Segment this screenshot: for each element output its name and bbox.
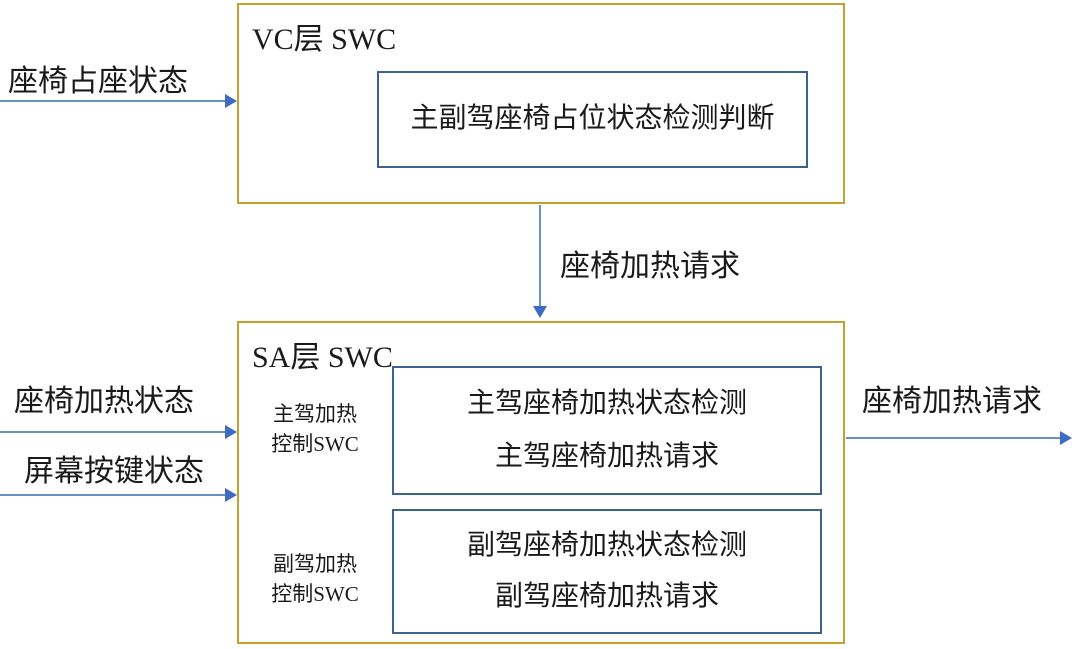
arrow-line (0, 100, 228, 102)
arrow-line (539, 205, 541, 309)
arrow-down-head-icon (533, 306, 547, 318)
seat-occupancy-input-arrow (0, 94, 237, 108)
driver-heating-request-label: 主驾座椅加热请求 (494, 440, 719, 472)
arrow-line (0, 431, 228, 433)
passenger-seat-heating-component-box: 副驾座椅加热状态检测 副驾座椅加热请求 (392, 509, 822, 634)
driver-heating-control-swc-label-line2: 控制SWC (271, 432, 359, 457)
seat-heating-request-output-label: 座椅加热请求 (862, 385, 1042, 418)
driver-seat-heating-component-box: 主驾座椅加热状态检测 主驾座椅加热请求 (392, 366, 822, 495)
vc-to-sa-arrow (533, 205, 547, 318)
arrow-right-head-icon (225, 425, 237, 439)
seat-heating-status-input-arrow (0, 425, 237, 439)
seat-heating-request-output-arrow (846, 431, 1072, 445)
passenger-heating-status-detection-label: 副驾座椅加热状态检测 (466, 529, 747, 561)
arrow-right-head-icon (225, 488, 237, 502)
arrow-line (0, 494, 228, 496)
arrow-right-head-icon (225, 94, 237, 108)
seat-heating-status-input-label: 座椅加热状态 (14, 385, 194, 418)
passenger-heating-control-swc-label-line1: 副驾加热 (273, 552, 357, 576)
arrow-right-head-icon (1060, 431, 1072, 445)
passenger-heating-request-label: 副驾座椅加热请求 (494, 580, 719, 612)
occupancy-detection-component-box: 主副驾座椅占位状态检测判断 (377, 71, 808, 168)
seat-occupancy-input-label: 座椅占座状态 (8, 65, 188, 98)
screen-button-status-input-label: 屏幕按键状态 (24, 455, 204, 488)
vc-to-sa-arrow-label: 座椅加热请求 (560, 250, 740, 283)
vc-layer-swc-box: VC层 SWC 主副驾座椅占位状态检测判断 (237, 3, 845, 204)
passenger-heating-control-swc-label: 副驾加热 控制SWC (259, 549, 371, 610)
sa-layer-title: SA层 SWC (252, 341, 393, 374)
sa-layer-swc-box: SA层 SWC 主驾加热 控制SWC 主驾座椅加热状态检测 主驾座椅加热请求 副… (237, 321, 845, 644)
screen-button-status-input-arrow (0, 488, 237, 502)
driver-heating-control-swc-label: 主驾加热 控制SWC (259, 399, 371, 460)
driver-heating-status-detection-label: 主驾座椅加热状态检测 (466, 388, 747, 420)
vc-layer-title: VC层 SWC (252, 23, 397, 56)
driver-heating-control-swc-label-line1: 主驾加热 (273, 402, 357, 426)
passenger-heating-control-swc-label-line2: 控制SWC (271, 582, 359, 607)
arrow-line (846, 437, 1063, 439)
occupancy-detection-component-label: 主副驾座椅占位状态检测判断 (410, 103, 775, 135)
